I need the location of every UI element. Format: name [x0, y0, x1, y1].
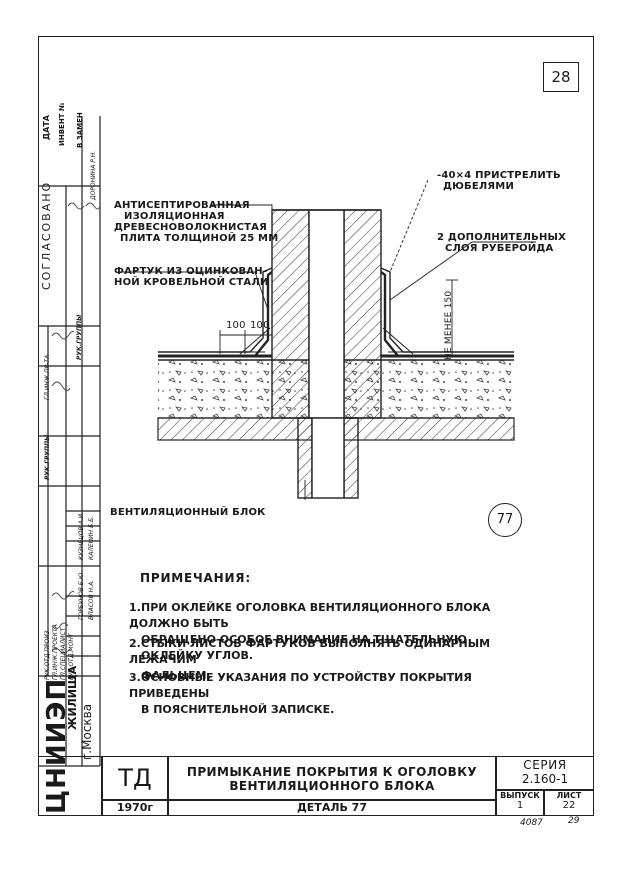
- note-3-number: 3.: [129, 671, 141, 684]
- side-replace-label: В ЗАМЕН: [76, 112, 84, 148]
- side-group-head: РУК.ГРУППЫ: [44, 434, 51, 480]
- title-line-2: ВЕНТИЛЯЦИОННОГО БЛОКА: [229, 779, 435, 793]
- detail-marker: 77: [488, 503, 522, 537]
- label-insulation-line-1: АНТИСЕПТИРОВАННАЯ: [114, 200, 250, 211]
- note-2-line-1: СТЫКИ ЛИСТОВ ФАРТУКОВ ВЫПОЛНЯТЬ ОДИНАРНЫ…: [129, 637, 491, 666]
- sheet-cell: ЛИСТ 22: [544, 790, 594, 816]
- stamp-left: 4087: [520, 818, 543, 828]
- side-role-1: РУК.ОТД.ПРОИЗ: [44, 630, 51, 680]
- side-approval-strip: [38, 116, 101, 767]
- side-group-head-2: РУК.ГРУППЫ: [76, 314, 83, 360]
- note-3: 3.ОСНОВНЫЕ УКАЗАНИЯ ПО УСТРОЙСТВУ ПОКРЫТ…: [129, 670, 529, 718]
- sheet-label: ЛИСТ: [556, 791, 582, 800]
- org-cell: [38, 756, 102, 816]
- label-vent-block: ВЕНТИЛЯЦИОННЫЙ БЛОК: [110, 507, 266, 518]
- org-subtitle: ЖИЛИЩА: [66, 665, 79, 730]
- issue-value: 1: [516, 800, 524, 811]
- side-agreed-label: СОГЛАСОВАНО: [40, 180, 53, 290]
- side-role-2: ГЛ.ИНЖ.ПРОЕКТА: [52, 624, 59, 680]
- note-3-line-1: ОСНОВНЫЕ УКАЗАНИЯ ПО УСТРОЙСТВУ ПОКРЫТИЯ…: [129, 671, 472, 700]
- note-1: 1.ПРИ ОКЛЕЙКЕ ОГОЛОВКА ВЕНТИЛЯЦИОННОГО Б…: [129, 600, 529, 664]
- issue-label: ВЫПУСК: [500, 791, 540, 800]
- note-2: 2.СТЫКИ ЛИСТОВ ФАРТУКОВ ВЫПОЛНЯТЬ ОДИНАР…: [129, 636, 529, 684]
- label-layers-line-1: 2 ДОПОЛНИТЕЛЬНЫХ: [437, 232, 566, 243]
- label-fastening-line-1: -40×4 ПРИСТРЕЛИТЬ: [437, 170, 561, 181]
- title-line-1: ПРИМЫКАНИЕ ПОКРЫТИЯ К ОГОЛОВКУ: [186, 765, 478, 779]
- side-name-1: КУЗНЕЦОВ А.И.: [78, 512, 85, 560]
- label-fastening: -40×4 ПРИСТРЕЛИТЬ ДЮБЕЛЯМИ: [437, 170, 561, 192]
- td-mark: ТД: [102, 756, 168, 800]
- label-insulation-line-4: ПЛИТА ТОЛЩИНОЙ 25 ММ: [120, 233, 279, 244]
- dimension-100-a: 100: [226, 320, 246, 331]
- series-label: СЕРИЯ: [523, 758, 567, 772]
- note-1-number: 1.: [129, 601, 141, 614]
- note-2-number: 2.: [129, 637, 141, 650]
- stamp-right: 29: [568, 816, 580, 826]
- series-value: 2.160-1: [521, 772, 569, 786]
- side-name-2: ГОРБУНОВ Б.Ю.: [78, 570, 85, 620]
- label-layers: 2 ДОПОЛНИТЕЛЬНЫХ СЛОЯ РУБЕРОЙДА: [437, 232, 566, 254]
- side-role-5: ГЛ.ИНЖ.ПР-ТА: [44, 354, 51, 400]
- side-date-label: ДАТА: [42, 115, 51, 140]
- section-drawing: [120, 179, 536, 500]
- note-1-line-1: ПРИ ОКЛЕЙКЕ ОГОЛОВКА ВЕНТИЛЯЦИОННОГО БЛО…: [129, 601, 491, 630]
- year: 1970г: [102, 800, 168, 816]
- page-number: 28: [543, 62, 579, 92]
- title-cell: ПРИМЫКАНИЕ ПОКРЫТИЯ К ОГОЛОВКУ ВЕНТИЛЯЦИ…: [168, 756, 496, 800]
- note-1-line-2: ОБРАЩЕНО ОСОБОЕ ВНИМАНИЕ НА ТЩАТЕЛЬНУЮ О…: [141, 633, 467, 662]
- note-2-line-2: ФАЛЬЦЕМ.: [141, 669, 211, 682]
- label-insulation: АНТИСЕПТИРОВАННАЯ ИЗОЛЯЦИОННАЯ ДРЕВЕСНОВ…: [114, 200, 278, 244]
- side-inv-label: ИНВЕНТ №: [58, 102, 66, 146]
- series-cell: СЕРИЯ 2.160-1: [496, 756, 594, 790]
- label-apron: ФАРТУК ИЗ ОЦИНКОВАН- НОЙ КРОВЕЛЬНОЙ СТАЛ…: [114, 266, 268, 288]
- label-insulation-line-3: ДРЕВЕСНОВОЛОКНИСТАЯ: [114, 222, 267, 233]
- side-name-4: ВЛАСОВ Н.А.: [88, 579, 95, 620]
- sheet-value: 22: [562, 800, 576, 811]
- side-name-5: ДОРОНИНА Р.Н.: [90, 150, 97, 200]
- issue-cell: ВЫПУСК 1: [496, 790, 544, 816]
- label-apron-line-2: НОЙ КРОВЕЛЬНОЙ СТАЛИ: [114, 277, 269, 288]
- label-insulation-line-2: ИЗОЛЯЦИОННАЯ: [124, 211, 225, 222]
- dimension-100-b: 100: [250, 320, 270, 331]
- side-name-3: КАЛЕНИН Б.Б.: [88, 515, 95, 560]
- label-apron-line-1: ФАРТУК ИЗ ОЦИНКОВАН-: [114, 266, 268, 277]
- detail-title: ДЕТАЛЬ 77: [168, 800, 496, 816]
- note-3-line-2: В ПОЯСНИТЕЛЬНОЙ ЗАПИСКЕ.: [141, 703, 335, 716]
- label-fastening-line-2: ДЮБЕЛЯМИ: [443, 181, 515, 192]
- org-city: г.Москва: [80, 703, 94, 760]
- dimension-min-150: НЕ МЕНЕЕ 150: [444, 290, 454, 360]
- label-layers-line-2: СЛОЯ РУБЕРОЙДА: [445, 243, 554, 254]
- notes-title: ПРИМЕЧАНИЯ:: [140, 571, 251, 585]
